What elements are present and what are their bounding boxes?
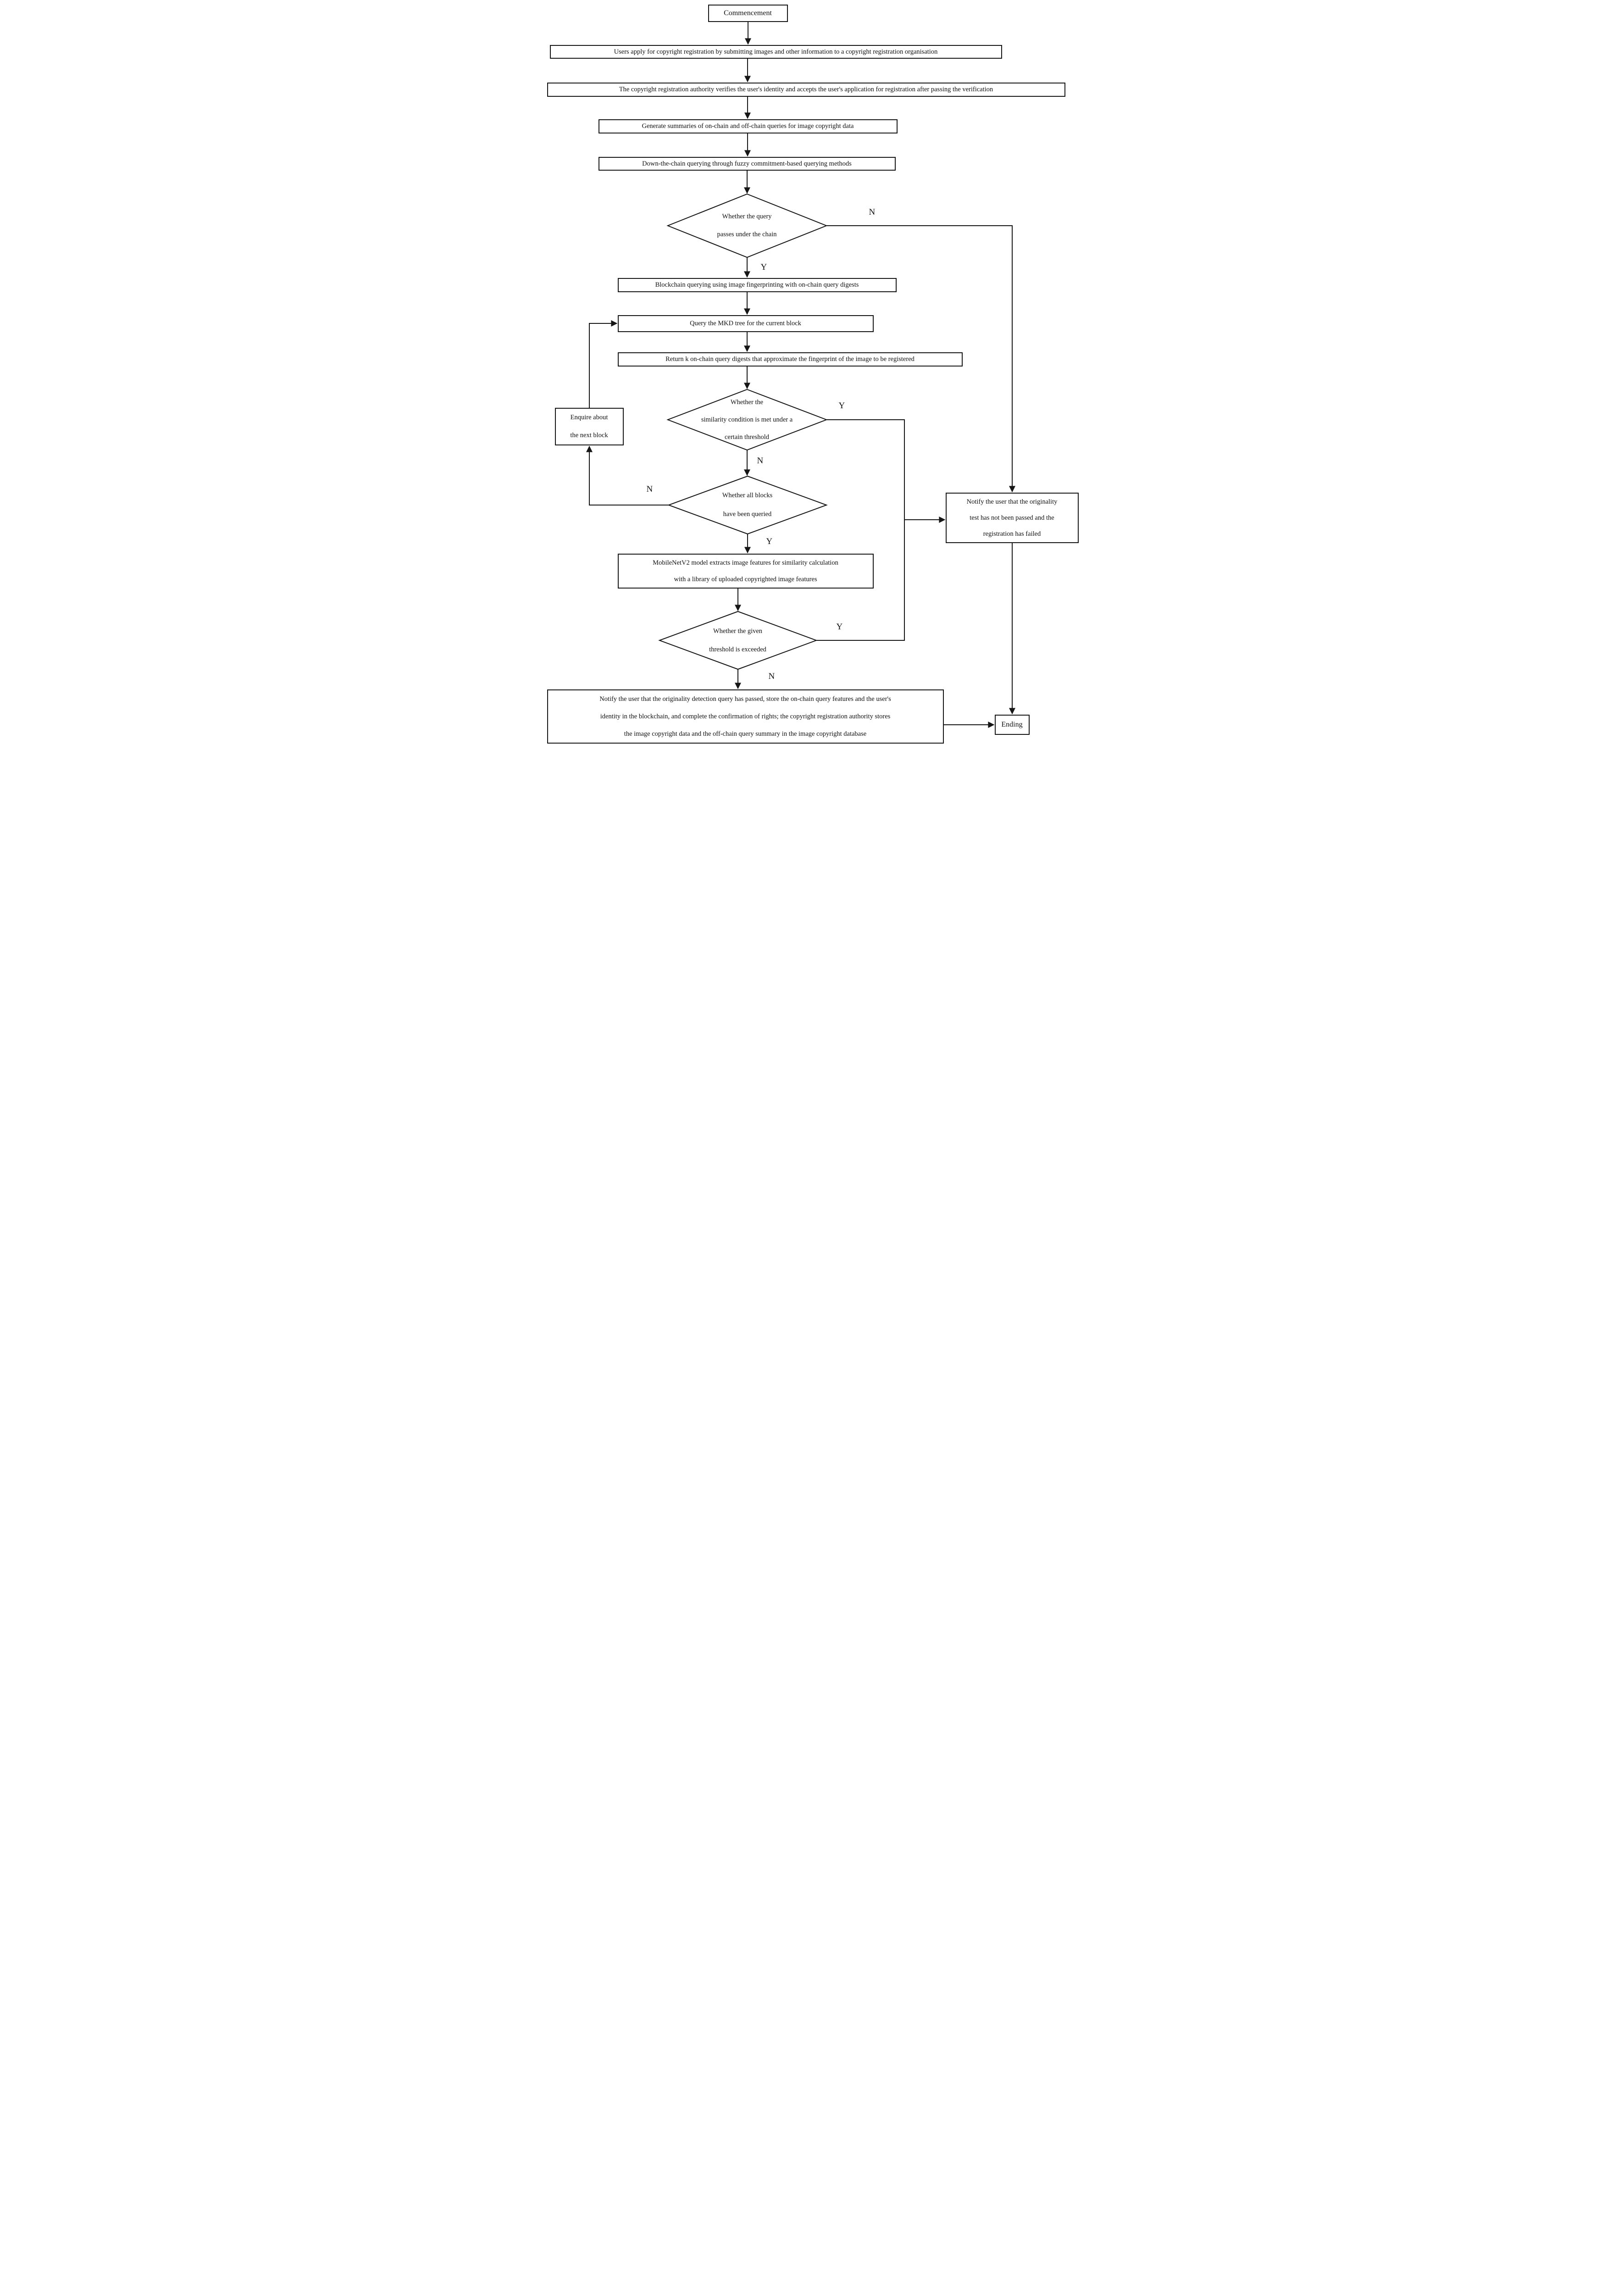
decision2-no-label: N [757, 456, 764, 466]
notify-passed-line3: the image copyright data and the off-cha… [624, 730, 867, 738]
decision4-no-label: N [768, 672, 775, 681]
start-node: Commencement [708, 5, 788, 22]
decision-similarity-text: Whether the similarity condition is met … [668, 389, 826, 450]
decision-similarity-shape [666, 389, 828, 451]
decision3-line2: have been queried [723, 511, 772, 518]
enquire-line2: the next block [570, 432, 608, 439]
decision4-yes-label: Y [836, 622, 843, 632]
decision2-line2: similarity condition is met under a [701, 416, 793, 423]
decision4-line1: Whether the given [713, 627, 763, 635]
verify-node: The copyright registration authority ver… [547, 83, 1065, 97]
verify-label: The copyright registration authority ver… [619, 86, 993, 94]
start-label: Commencement [724, 9, 772, 17]
flow-connectors [586, 22, 1015, 728]
decision2-yes-label: Y [838, 401, 845, 411]
enquire-line1: Enquire about [570, 414, 608, 422]
notify-passed-line2: identity in the blockchain, and complete… [600, 712, 891, 720]
decision1-no-label: N [869, 207, 876, 217]
decision3-no-label: N [646, 484, 653, 494]
return-digests-label: Return k on-chain query digests that app… [665, 356, 915, 363]
ending-label: Ending [1001, 721, 1023, 729]
decision-all-blocks-text: Whether all blocks have been queried [669, 476, 826, 534]
notify-passed-node: Notify the user that the originality det… [547, 689, 944, 744]
decision1-yes-label: Y [760, 262, 767, 272]
notify-failed-line2: test has not been passed and the [970, 514, 1054, 522]
apply-node: Users apply for copyright registration b… [549, 45, 1002, 59]
mobilenet-line1: MobileNetV2 model extracts image feature… [653, 559, 838, 567]
decision-all-blocks-shape [667, 475, 828, 535]
decision-query-passes-text: Whether the query passes under the chain [668, 194, 826, 257]
decision4-line2: threshold is exceeded [709, 645, 766, 653]
connector-decision1-no-notify-failed [826, 225, 1015, 493]
generate-summaries-node: Generate summaries of on-chain and off-c… [598, 119, 898, 133]
return-digests-node: Return k on-chain query digests that app… [617, 352, 963, 367]
decision-threshold-shape [658, 611, 818, 670]
mobilenet-line2: with a library of uploaded copyrighted i… [674, 575, 817, 583]
decision1-line2: passes under the chain [717, 231, 777, 238]
decision-query-passes-shape [666, 193, 828, 258]
decision1-line1: Whether the query [722, 213, 772, 220]
ending-node: Ending [994, 715, 1030, 735]
decision-threshold-text: Whether the given threshold is exceeded [660, 611, 816, 669]
offchain-query-label: Down-the-chain querying through fuzzy co… [642, 160, 852, 167]
query-mkd-label: Query the MKD tree for the current block [690, 320, 801, 328]
generate-summaries-label: Generate summaries of on-chain and off-c… [642, 122, 854, 130]
enquire-next-block-node: Enquire about the next block [554, 408, 624, 445]
notify-failed-node: Notify the user that the originality tes… [945, 493, 1079, 543]
mobilenet-node: MobileNetV2 model extracts image feature… [617, 554, 874, 589]
decision2-line3: certain threshold [724, 433, 770, 441]
query-mkd-node: Query the MKD tree for the current block [617, 315, 874, 332]
blockchain-query-label: Blockchain querying using image fingerpr… [655, 281, 859, 289]
connector-decision3-no-enquire [586, 445, 669, 506]
decision2-line1: Whether the [730, 398, 764, 406]
offchain-query-node: Down-the-chain querying through fuzzy co… [598, 157, 896, 171]
decision3-line1: Whether all blocks [722, 492, 773, 499]
notify-passed-line1: Notify the user that the originality det… [599, 695, 891, 703]
apply-label: Users apply for copyright registration b… [614, 48, 938, 56]
blockchain-query-node: Blockchain querying using image fingerpr… [617, 278, 897, 292]
connector-enquire-mkd-loop [588, 320, 617, 408]
notify-failed-line1: Notify the user that the originality [966, 498, 1058, 506]
decision3-yes-label: Y [766, 537, 773, 546]
connector-yes-rail [816, 419, 905, 641]
notify-failed-line3: registration has failed [983, 530, 1041, 538]
flowchart-canvas: Commencement Users apply for copyright r… [541, 0, 1083, 757]
